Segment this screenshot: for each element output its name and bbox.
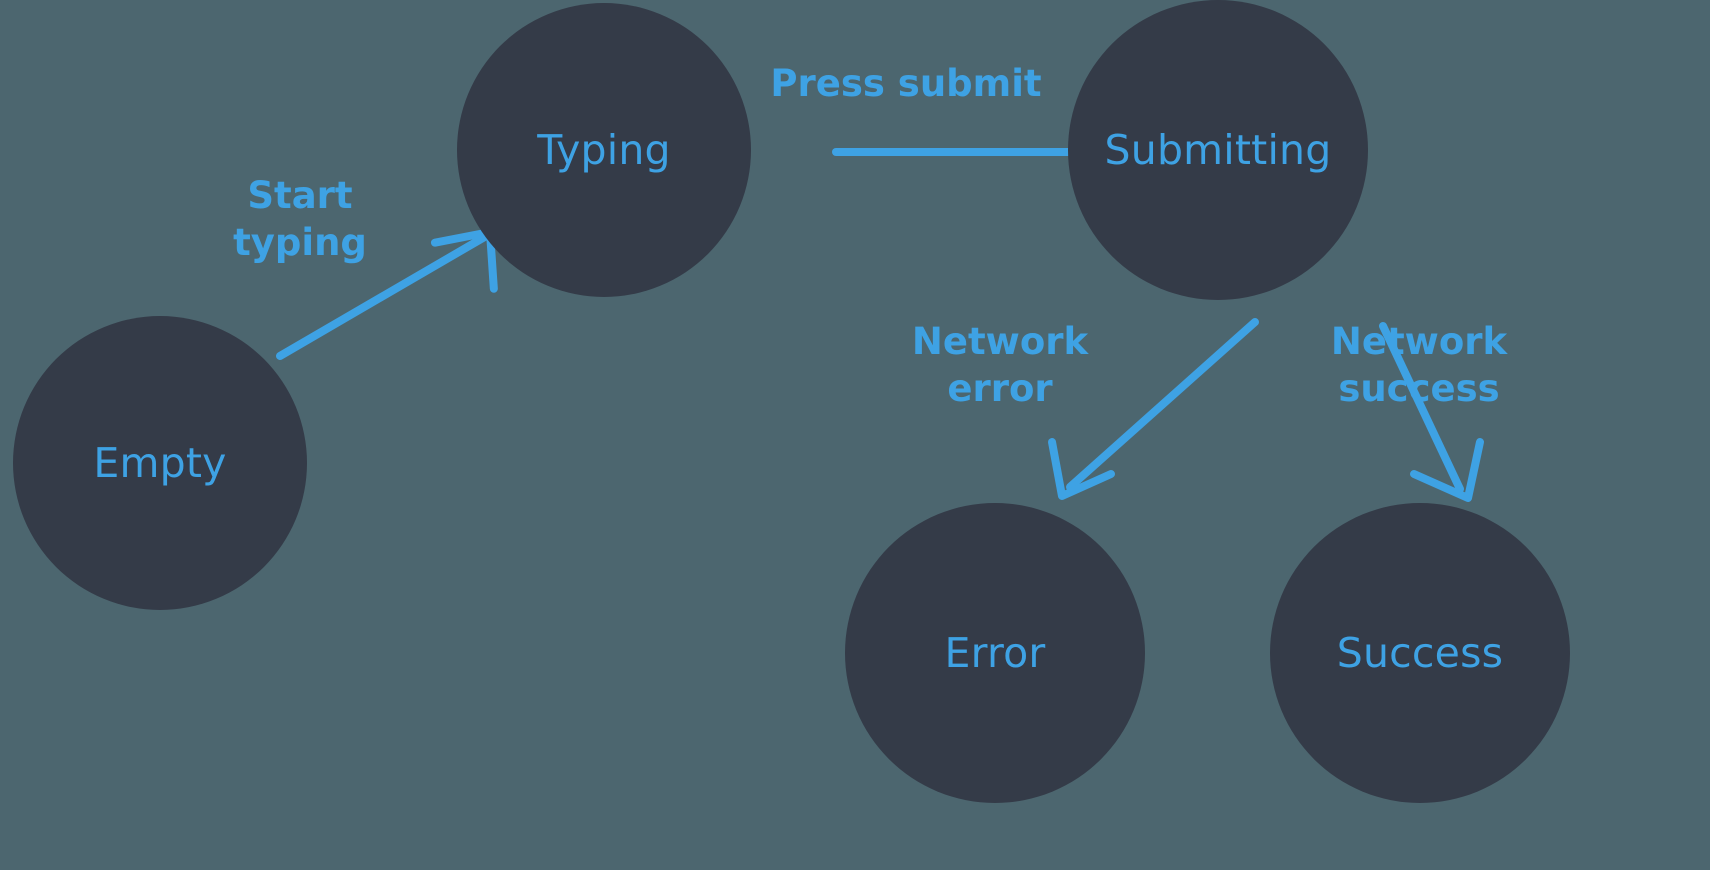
state-label-typing: Typing bbox=[537, 125, 671, 174]
edge-network-error bbox=[1048, 318, 1259, 500]
state-node-empty[interactable]: Empty bbox=[13, 316, 307, 610]
edge-line-network-success bbox=[1379, 322, 1464, 493]
arrowhead-network-success bbox=[1410, 438, 1484, 502]
state-node-error[interactable]: Error bbox=[845, 503, 1145, 803]
edge-line-start-typing bbox=[276, 231, 492, 360]
edge-network-success bbox=[1379, 322, 1484, 502]
edge-line-network-error bbox=[1066, 318, 1259, 491]
edge-label-network-success: Network success bbox=[1330, 320, 1508, 411]
edge-label-network-error: Network error bbox=[911, 320, 1089, 411]
state-label-error: Error bbox=[944, 628, 1046, 677]
state-node-submitting[interactable]: Submitting bbox=[1068, 0, 1368, 300]
state-node-success[interactable]: Success bbox=[1270, 503, 1570, 803]
arrowhead-network-error bbox=[1048, 438, 1115, 500]
state-label-success: Success bbox=[1336, 628, 1504, 677]
state-node-typing[interactable]: Typing bbox=[457, 3, 751, 297]
state-label-submitting: Submitting bbox=[1104, 125, 1332, 174]
edge-label-press-submit: Press submit bbox=[770, 62, 1042, 105]
state-label-empty: Empty bbox=[93, 438, 227, 487]
edge-label-start-typing: Start typing bbox=[233, 174, 367, 265]
